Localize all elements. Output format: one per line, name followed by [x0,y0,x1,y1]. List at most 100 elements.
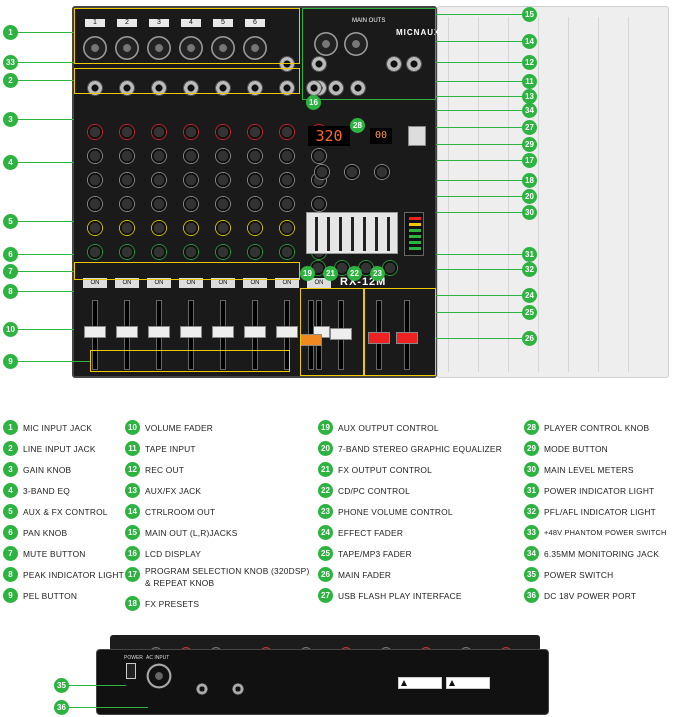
eq-mid-knob[interactable] [183,172,199,188]
eq-mid-knob[interactable] [119,172,135,188]
eq-mid-knob[interactable] [87,172,103,188]
volume-fader[interactable] [148,326,170,338]
fx-output-knob[interactable] [334,260,350,276]
dc-power-port[interactable] [146,663,172,689]
pan-knob[interactable] [183,244,199,260]
gain-knob[interactable] [247,124,263,140]
aux-knob[interactable] [247,220,263,236]
eq-band-slider[interactable] [375,217,378,251]
volume-fader[interactable] [84,326,106,338]
power-switch[interactable] [126,663,136,679]
eq-low-knob[interactable] [183,196,199,212]
eq-high-knob[interactable] [151,148,167,164]
aux-knob[interactable] [183,220,199,236]
pan-knob[interactable] [215,244,231,260]
stereo-input-jack[interactable] [279,56,295,72]
eq-mid-knob[interactable] [215,172,231,188]
phone-volume-knob[interactable] [382,260,398,276]
pan-knob[interactable] [87,244,103,260]
mute-button[interactable]: ON [115,278,139,288]
mute-button[interactable]: ON [179,278,203,288]
player-control-knob[interactable] [374,164,390,180]
stereo-input-jack[interactable] [311,56,327,72]
main-out-right-jack[interactable] [344,32,368,56]
line-input-jack[interactable] [87,80,103,96]
eq-low-knob[interactable] [151,196,167,212]
line-input-jack[interactable] [151,80,167,96]
eq-mid-knob[interactable] [247,172,263,188]
mic-input-jack[interactable] [83,36,107,60]
effect-fader[interactable] [300,334,322,346]
gain-knob[interactable] [87,124,103,140]
pan-knob[interactable] [119,244,135,260]
gain-knob[interactable] [119,124,135,140]
rear-output-jack[interactable] [232,683,244,695]
eq-high-knob[interactable] [119,148,135,164]
eq-low-knob[interactable] [311,196,327,212]
eq-mid-knob[interactable] [279,172,295,188]
eq-low-knob[interactable] [215,196,231,212]
eq-low-knob[interactable] [279,196,295,212]
eq-high-knob[interactable] [87,148,103,164]
aux-knob[interactable] [215,220,231,236]
mute-button[interactable]: ON [307,278,331,288]
gain-knob[interactable] [279,124,295,140]
eq-low-knob[interactable] [87,196,103,212]
rear-output-jack[interactable] [196,683,208,695]
mute-button[interactable]: ON [275,278,299,288]
volume-fader[interactable] [180,326,202,338]
mute-button[interactable]: ON [211,278,235,288]
eq-band-slider[interactable] [351,217,354,251]
mic-input-jack[interactable] [147,36,171,60]
mute-button[interactable]: ON [147,278,171,288]
main-fader-left[interactable] [368,332,390,344]
eq-high-knob[interactable] [279,148,295,164]
aux-fx-jack[interactable] [328,80,344,96]
eq-low-knob[interactable] [119,196,135,212]
ctrlroom-out-jack[interactable] [350,80,366,96]
eq-high-knob[interactable] [215,148,231,164]
eq-low-knob[interactable] [247,196,263,212]
volume-fader[interactable] [116,326,138,338]
line-input-jack[interactable] [183,80,199,96]
eq-band-slider[interactable] [339,217,342,251]
mic-input-jack[interactable] [211,36,235,60]
stereo-input-jack[interactable] [279,80,295,96]
main-out-left-jack[interactable] [314,32,338,56]
mic-input-jack[interactable] [243,36,267,60]
aux-knob[interactable] [279,220,295,236]
volume-fader[interactable] [276,326,298,338]
line-input-jack[interactable] [215,80,231,96]
mute-button[interactable]: ON [243,278,267,288]
rec-out-jack[interactable] [406,56,422,72]
pan-knob[interactable] [151,244,167,260]
eq-band-slider[interactable] [387,217,390,251]
eq-band-slider[interactable] [327,217,330,251]
gain-knob[interactable] [151,124,167,140]
pan-knob[interactable] [279,244,295,260]
gain-knob[interactable] [183,124,199,140]
eq-high-knob[interactable] [183,148,199,164]
eq-band-slider[interactable] [315,217,318,251]
main-fader-right[interactable] [396,332,418,344]
phones-jack[interactable] [306,80,322,96]
aux-knob[interactable] [87,220,103,236]
eq-band-slider[interactable] [363,217,366,251]
volume-fader[interactable] [212,326,234,338]
volume-fader[interactable] [244,326,266,338]
repeat-knob[interactable] [344,164,360,180]
line-input-jack[interactable] [119,80,135,96]
eq-high-knob[interactable] [311,148,327,164]
aux-knob[interactable] [119,220,135,236]
usb-port[interactable] [408,126,426,146]
mic-input-jack[interactable] [115,36,139,60]
tape-input-jack[interactable] [386,56,402,72]
gain-knob[interactable] [215,124,231,140]
mute-button[interactable]: ON [83,278,107,288]
program-selection-knob[interactable] [314,164,330,180]
eq-high-knob[interactable] [247,148,263,164]
aux-knob[interactable] [151,220,167,236]
mic-input-jack[interactable] [179,36,203,60]
tape-mp3-fader[interactable] [330,328,352,340]
line-input-jack[interactable] [247,80,263,96]
